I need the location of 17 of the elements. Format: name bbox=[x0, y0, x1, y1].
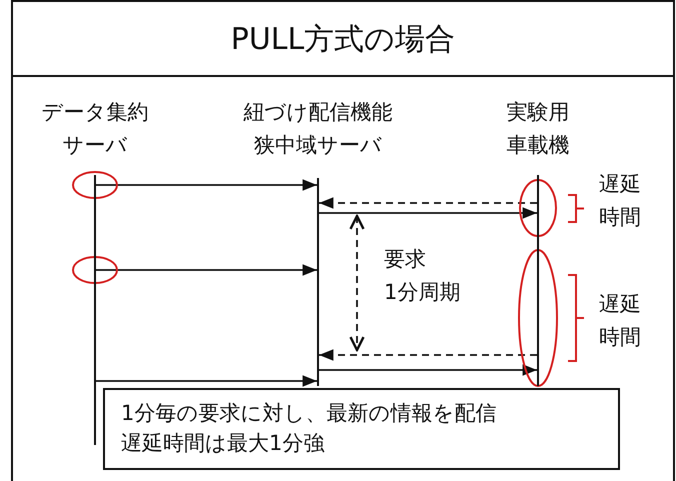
lifeline bbox=[537, 175, 539, 386]
lifeline-label: 実験用車載機 bbox=[506, 99, 570, 159]
message-arrow bbox=[96, 375, 317, 387]
title: PULL方式の場合 bbox=[230, 22, 456, 58]
note-text: 遅延時間は最大1分強 bbox=[121, 430, 326, 457]
note-box bbox=[103, 388, 620, 470]
lifeline-label: 紐づけ配信機能狭中域サーバ bbox=[243, 99, 393, 159]
delay-label: 遅延時間 bbox=[598, 291, 642, 351]
message-arrow bbox=[319, 207, 537, 219]
lifeline-label: データ集約サーバ bbox=[41, 99, 149, 159]
delay-label: 遅延時間 bbox=[598, 171, 642, 231]
message-arrow bbox=[319, 197, 537, 209]
lifeline bbox=[94, 175, 96, 445]
note-text: 1分毎の要求に対し、最新の情報を配信 bbox=[121, 400, 498, 427]
lifeline bbox=[317, 178, 319, 386]
message-arrow bbox=[319, 364, 537, 376]
message-arrow bbox=[319, 349, 537, 361]
